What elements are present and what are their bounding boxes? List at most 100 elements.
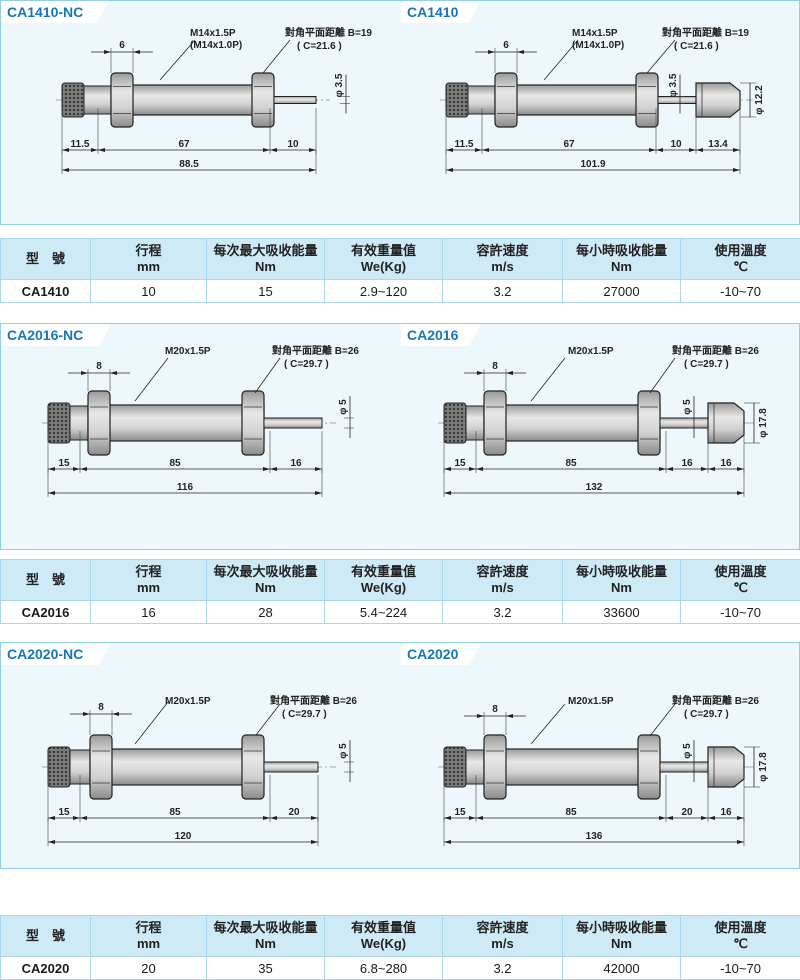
cell-stroke: 10 [91,280,207,303]
across-flats-leader-line [263,40,290,73]
lock-nut-rear [242,735,264,799]
dimension-arrow [81,371,88,375]
knurled-cap [48,747,70,787]
dimension-arrow [701,467,708,471]
threaded-body [484,749,660,785]
body-collar [468,86,495,114]
threaded-body [111,85,274,115]
cell-energy-per-cycle: 35 [207,957,325,980]
dimension-arrow [80,467,87,471]
dimension-arrow [737,467,744,471]
dimension-arrow [701,816,708,820]
body-collar [84,86,111,114]
table-row: CA1410 10 15 2.9~120 3.2 27000 -10~70 [1,280,800,303]
dimension-arrow [469,816,476,820]
threaded-body [88,405,264,441]
dimension-arrow [666,467,673,471]
dimension-arrow [73,467,80,471]
lock-nut-rear [638,391,660,455]
thread-spec-label: M20x1.5P [165,346,211,357]
dimension-arrow [263,148,270,152]
dimension-arrow [737,816,744,820]
across-flats-leader-line [650,358,675,393]
across-corners-label: ( C=21.6 ) [674,41,719,52]
dimension-arrow [517,50,524,54]
dimension-arrow [476,816,483,820]
dimension-arrow [446,168,453,172]
hex-width-label: 6 [119,40,125,51]
across-corners-label: ( C=21.6 ) [297,41,342,52]
segment-length-label: 16 [720,807,732,818]
thread-leader-line [531,704,565,744]
across-flats-label: 對角平面距離 B=19 [662,26,749,39]
dimension-arrow [477,371,484,375]
dimension-arrow [62,168,69,172]
dimension-arrow [73,816,80,820]
rod-diameter-label: φ 3.5 [668,73,679,97]
dimension-arrow [83,712,90,716]
lock-nut-rear [252,73,274,127]
cell-speed: 3.2 [443,601,563,624]
segment-length-label: 16 [290,458,302,469]
cell-stroke: 16 [91,601,207,624]
segment-length-label: 10 [670,139,682,150]
dimension-arrow [110,371,117,375]
segment-length-label: 15 [454,458,466,469]
thread-spec-label: M14x1.5P [572,28,618,39]
thread-leader-line [135,358,168,401]
lock-nut-rear [638,735,660,799]
dimension-arrow [133,50,140,54]
knurled-cap [48,403,70,443]
knurled-cap [446,83,468,117]
header-temperature: 使用溫度℃ [681,239,800,280]
dimension-arrow [737,840,744,844]
lock-nut-front [484,391,506,455]
across-corners-label: ( C=29.7 ) [282,709,327,720]
dimension-arrow [62,148,69,152]
cell-temperature: -10~70 [681,280,800,303]
dimension-arrow [656,148,663,152]
table-row: CA2016 16 28 5.4~224 3.2 33600 -10~70 [1,601,800,624]
rod-diameter-label: φ 5 [338,743,349,759]
dimension-arrow [270,148,277,152]
segment-length-label: 15 [58,807,70,818]
dimension-arrow [737,491,744,495]
segment-length-label: 11.5 [455,139,474,150]
header-temperature: 使用溫度℃ [681,560,800,601]
hex-width-label: 8 [492,361,498,372]
knurled-cap [444,747,466,787]
cell-energy-per-cycle: 15 [207,280,325,303]
across-corners-label: ( C=29.7 ) [684,709,729,720]
dimension-arrow [476,467,483,471]
lock-nut-front [88,391,110,455]
knurled-cap [444,403,466,443]
body-collar [466,750,484,784]
dimension-arrow [48,491,55,495]
body-collar [70,406,88,440]
dimension-arrow [91,148,98,152]
dimension-arrow [659,816,666,820]
table-row: CA2020 20 35 6.8~280 3.2 42000 -10~70 [1,957,800,980]
thread-spec-label: M20x1.5P [568,346,614,357]
thread-alt-spec-label: (M14x1.0P) [190,40,242,51]
dimension-arrow [48,840,55,844]
cell-stroke: 20 [91,957,207,980]
lock-nut-rear [242,391,264,455]
cell-energy-per-cycle: 28 [207,601,325,624]
dimension-arrow [708,816,715,820]
dimension-arrow [708,467,715,471]
dimension-arrow [477,714,484,718]
thread-spec-label: M20x1.5P [568,696,614,707]
lock-nut-front [111,73,133,127]
dimension-arrow [506,714,513,718]
